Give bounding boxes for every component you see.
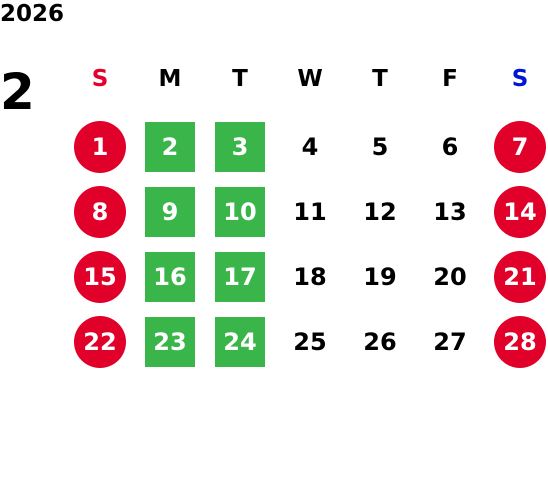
weekday-header-weekday: M — [158, 65, 182, 92]
day-cell[interactable]: 2 — [135, 114, 205, 179]
day-number: 11 — [293, 197, 327, 226]
day-cell[interactable]: 9 — [135, 179, 205, 244]
day-cell[interactable]: 6 — [415, 114, 485, 179]
day-cell[interactable]: 3 — [205, 114, 275, 179]
day-number: 5 — [371, 132, 389, 161]
day-cell[interactable]: 17 — [205, 244, 275, 309]
day-cell[interactable]: 1 — [65, 114, 135, 179]
week-row: 15 16 17 18 19 20 21 — [65, 244, 548, 309]
day-number: 4 — [301, 132, 319, 161]
day-cell[interactable]: 28 — [485, 309, 548, 374]
day-cell[interactable]: 21 — [485, 244, 548, 309]
holiday-day-number: 8 — [74, 185, 126, 238]
day-cell[interactable]: 14 — [485, 179, 548, 244]
day-cell[interactable]: 19 — [345, 244, 415, 309]
highlighted-day-number: 24 — [215, 316, 265, 367]
highlighted-day-number: 2 — [145, 121, 195, 172]
day-cell[interactable]: 12 — [345, 179, 415, 244]
highlighted-day-number: 17 — [215, 251, 265, 302]
day-cell[interactable]: 15 — [65, 244, 135, 309]
day-cell[interactable]: 27 — [415, 309, 485, 374]
day-cell[interactable]: 10 — [205, 179, 275, 244]
day-number: 27 — [433, 327, 467, 356]
highlighted-day-number: 23 — [145, 316, 195, 367]
holiday-day-number: 22 — [74, 315, 126, 368]
weekday-header-weekday: T — [372, 65, 388, 92]
day-cell[interactable]: 5 — [345, 114, 415, 179]
day-cell[interactable]: 23 — [135, 309, 205, 374]
day-cell[interactable]: 26 — [345, 309, 415, 374]
day-cell[interactable]: 20 — [415, 244, 485, 309]
day-cell[interactable]: 24 — [205, 309, 275, 374]
day-cell[interactable]: 22 — [65, 309, 135, 374]
weekday-header-weekday: F — [442, 65, 458, 92]
highlighted-day-number: 9 — [145, 186, 195, 237]
weekday-header-weekday: W — [297, 65, 323, 92]
weekday-header-sunday: S — [91, 65, 109, 92]
day-cell[interactable]: 7 — [485, 114, 548, 179]
day-number: 6 — [441, 132, 459, 161]
holiday-day-number: 15 — [74, 250, 126, 303]
year-label: 2026 — [0, 1, 65, 27]
day-cell[interactable]: 25 — [275, 309, 345, 374]
day-number: 20 — [433, 262, 467, 291]
weekday-header-weekday: T — [232, 65, 248, 92]
month-number: 2 — [0, 63, 35, 121]
holiday-day-number: 14 — [494, 185, 546, 238]
day-cell[interactable]: 18 — [275, 244, 345, 309]
holiday-day-number: 7 — [494, 120, 546, 173]
week-row: 22 23 24 25 26 27 28 — [65, 309, 548, 374]
day-number: 26 — [363, 327, 397, 356]
day-cell[interactable]: 16 — [135, 244, 205, 309]
day-number: 13 — [433, 197, 467, 226]
holiday-day-number: 28 — [494, 315, 546, 368]
holiday-day-number: 21 — [494, 250, 546, 303]
day-cell[interactable]: 11 — [275, 179, 345, 244]
day-number: 12 — [363, 197, 397, 226]
day-number: 18 — [293, 262, 327, 291]
day-number: 25 — [293, 327, 327, 356]
highlighted-day-number: 16 — [145, 251, 195, 302]
highlighted-day-number: 10 — [215, 186, 265, 237]
day-cell[interactable]: 4 — [275, 114, 345, 179]
holiday-day-number: 1 — [74, 120, 126, 173]
day-cell[interactable]: 13 — [415, 179, 485, 244]
day-cell[interactable]: 8 — [65, 179, 135, 244]
highlighted-day-number: 3 — [215, 121, 265, 172]
weekday-header-saturday: S — [511, 65, 529, 92]
day-number: 19 — [363, 262, 397, 291]
